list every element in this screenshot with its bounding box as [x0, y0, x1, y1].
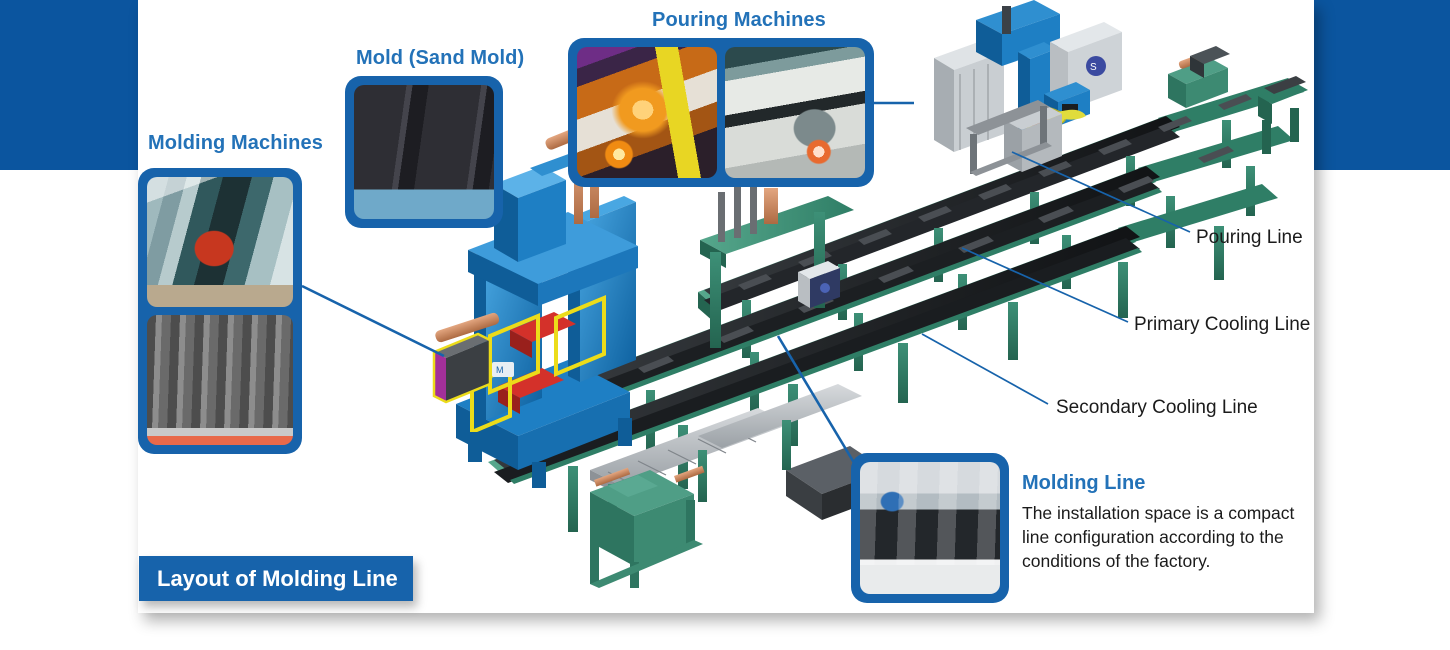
photo-card-molding-machines[interactable]: [138, 168, 302, 454]
return-conveyor: [590, 384, 862, 588]
label-secondary-cooling-line: Secondary Cooling Line: [1056, 397, 1258, 418]
connector-pouring-line: [1011, 151, 1191, 233]
pouring-hot-metal-photo: [577, 47, 717, 178]
secondary-cooling-line-conveyor: [488, 184, 1278, 532]
heading-mold-sand-mold: Mold (Sand Mold): [356, 47, 525, 69]
connector-molding-line: [776, 335, 858, 467]
heading-molding-machines: Molding Machines: [148, 132, 323, 154]
svg-text:M: M: [496, 365, 504, 375]
molding-line-note-title: Molding Line: [1022, 472, 1146, 494]
top-left-blue-band: [0, 0, 138, 170]
photo-card-mold-sand-mold[interactable]: [345, 76, 503, 228]
connector-primary-cooling-line: [961, 247, 1129, 323]
heading-pouring-machines: Pouring Machines: [652, 9, 826, 31]
center-gantry: [700, 180, 854, 348]
layout-banner: Layout of Molding Line: [139, 556, 413, 601]
top-right-blue-band: [1314, 0, 1450, 170]
label-primary-cooling-line: Primary Cooling Line: [1134, 314, 1311, 335]
pouring-machine-3d: S: [934, 0, 1122, 176]
molding-machine-3d: M: [432, 122, 638, 488]
label-pouring-line: Pouring Line: [1196, 227, 1303, 248]
molding-pattern-photo: [147, 315, 293, 445]
molding-machine-photo: [147, 177, 293, 307]
photo-card-molding-line[interactable]: [851, 453, 1009, 603]
sand-mold-photo: [354, 85, 494, 219]
poured-mold-photo: [725, 47, 865, 178]
molding-line-note: Molding Line The installation space is a…: [1022, 472, 1312, 573]
molding-line-photo: [860, 462, 1000, 594]
svg-text:S: S: [1090, 62, 1097, 73]
molding-line-note-body: The installation space is a compact line…: [1022, 503, 1295, 572]
connector-secondary-cooling-line: [921, 333, 1049, 405]
molding-line-3d-illustration: M: [432, 0, 1308, 588]
layout-banner-label: Layout of Molding Line: [157, 565, 398, 591]
photo-card-pouring-machines[interactable]: [568, 38, 874, 187]
line-end-modules: [1168, 46, 1308, 154]
connector-molding-machines: [301, 284, 445, 358]
